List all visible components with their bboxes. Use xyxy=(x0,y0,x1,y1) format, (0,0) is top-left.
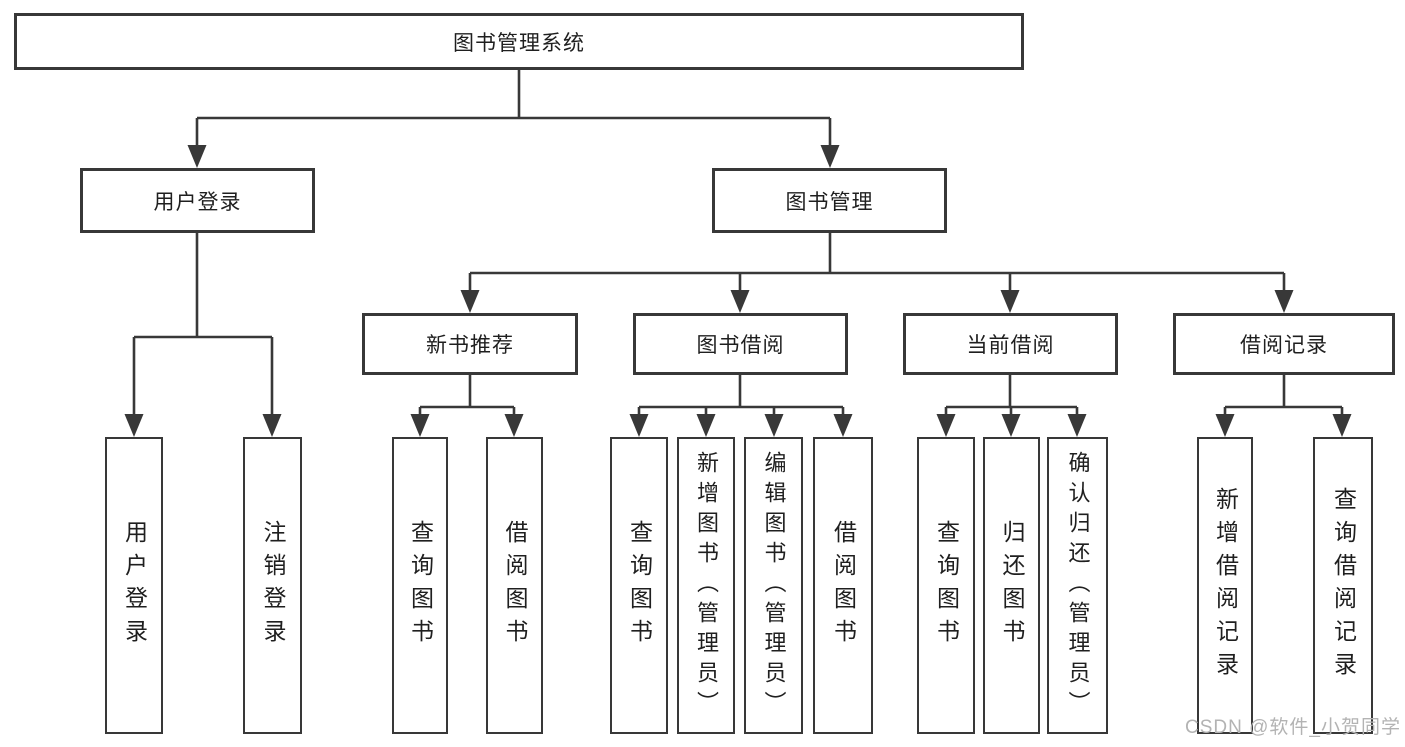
node-v-add-book: 新增图书（管理员） xyxy=(677,437,735,734)
watermark: CSDN @软件_小贺同学 xyxy=(1185,717,1401,738)
node-v-borrow-books-2: 借阅图书 xyxy=(813,437,873,734)
node-book-mgmt: 图书管理 xyxy=(712,168,947,233)
node-new-book-rec: 新书推荐 xyxy=(362,313,578,375)
node-v-query-books-2: 查询图书 xyxy=(610,437,668,734)
node-v-query-books-3: 查询图书 xyxy=(917,437,975,734)
node-book-borrow: 图书借阅 xyxy=(633,313,848,375)
node-root: 图书管理系统 xyxy=(14,13,1024,70)
node-borrow-records: 借阅记录 xyxy=(1173,313,1395,375)
node-v-query-borrow-record: 查询借阅记录 xyxy=(1313,437,1373,734)
node-v-add-borrow-record: 新增借阅记录 xyxy=(1197,437,1253,734)
node-v-confirm-return: 确认归还（管理员） xyxy=(1047,437,1108,734)
node-v-logout: 注销登录 xyxy=(243,437,302,734)
node-v-edit-book: 编辑图书（管理员） xyxy=(744,437,803,734)
node-user-login: 用户登录 xyxy=(80,168,315,233)
node-v-borrow-books-1: 借阅图书 xyxy=(486,437,543,734)
node-v-user-login: 用户登录 xyxy=(105,437,163,734)
node-current-borrow: 当前借阅 xyxy=(903,313,1118,375)
node-v-query-books-1: 查询图书 xyxy=(392,437,448,734)
node-v-return-book: 归还图书 xyxy=(983,437,1040,734)
